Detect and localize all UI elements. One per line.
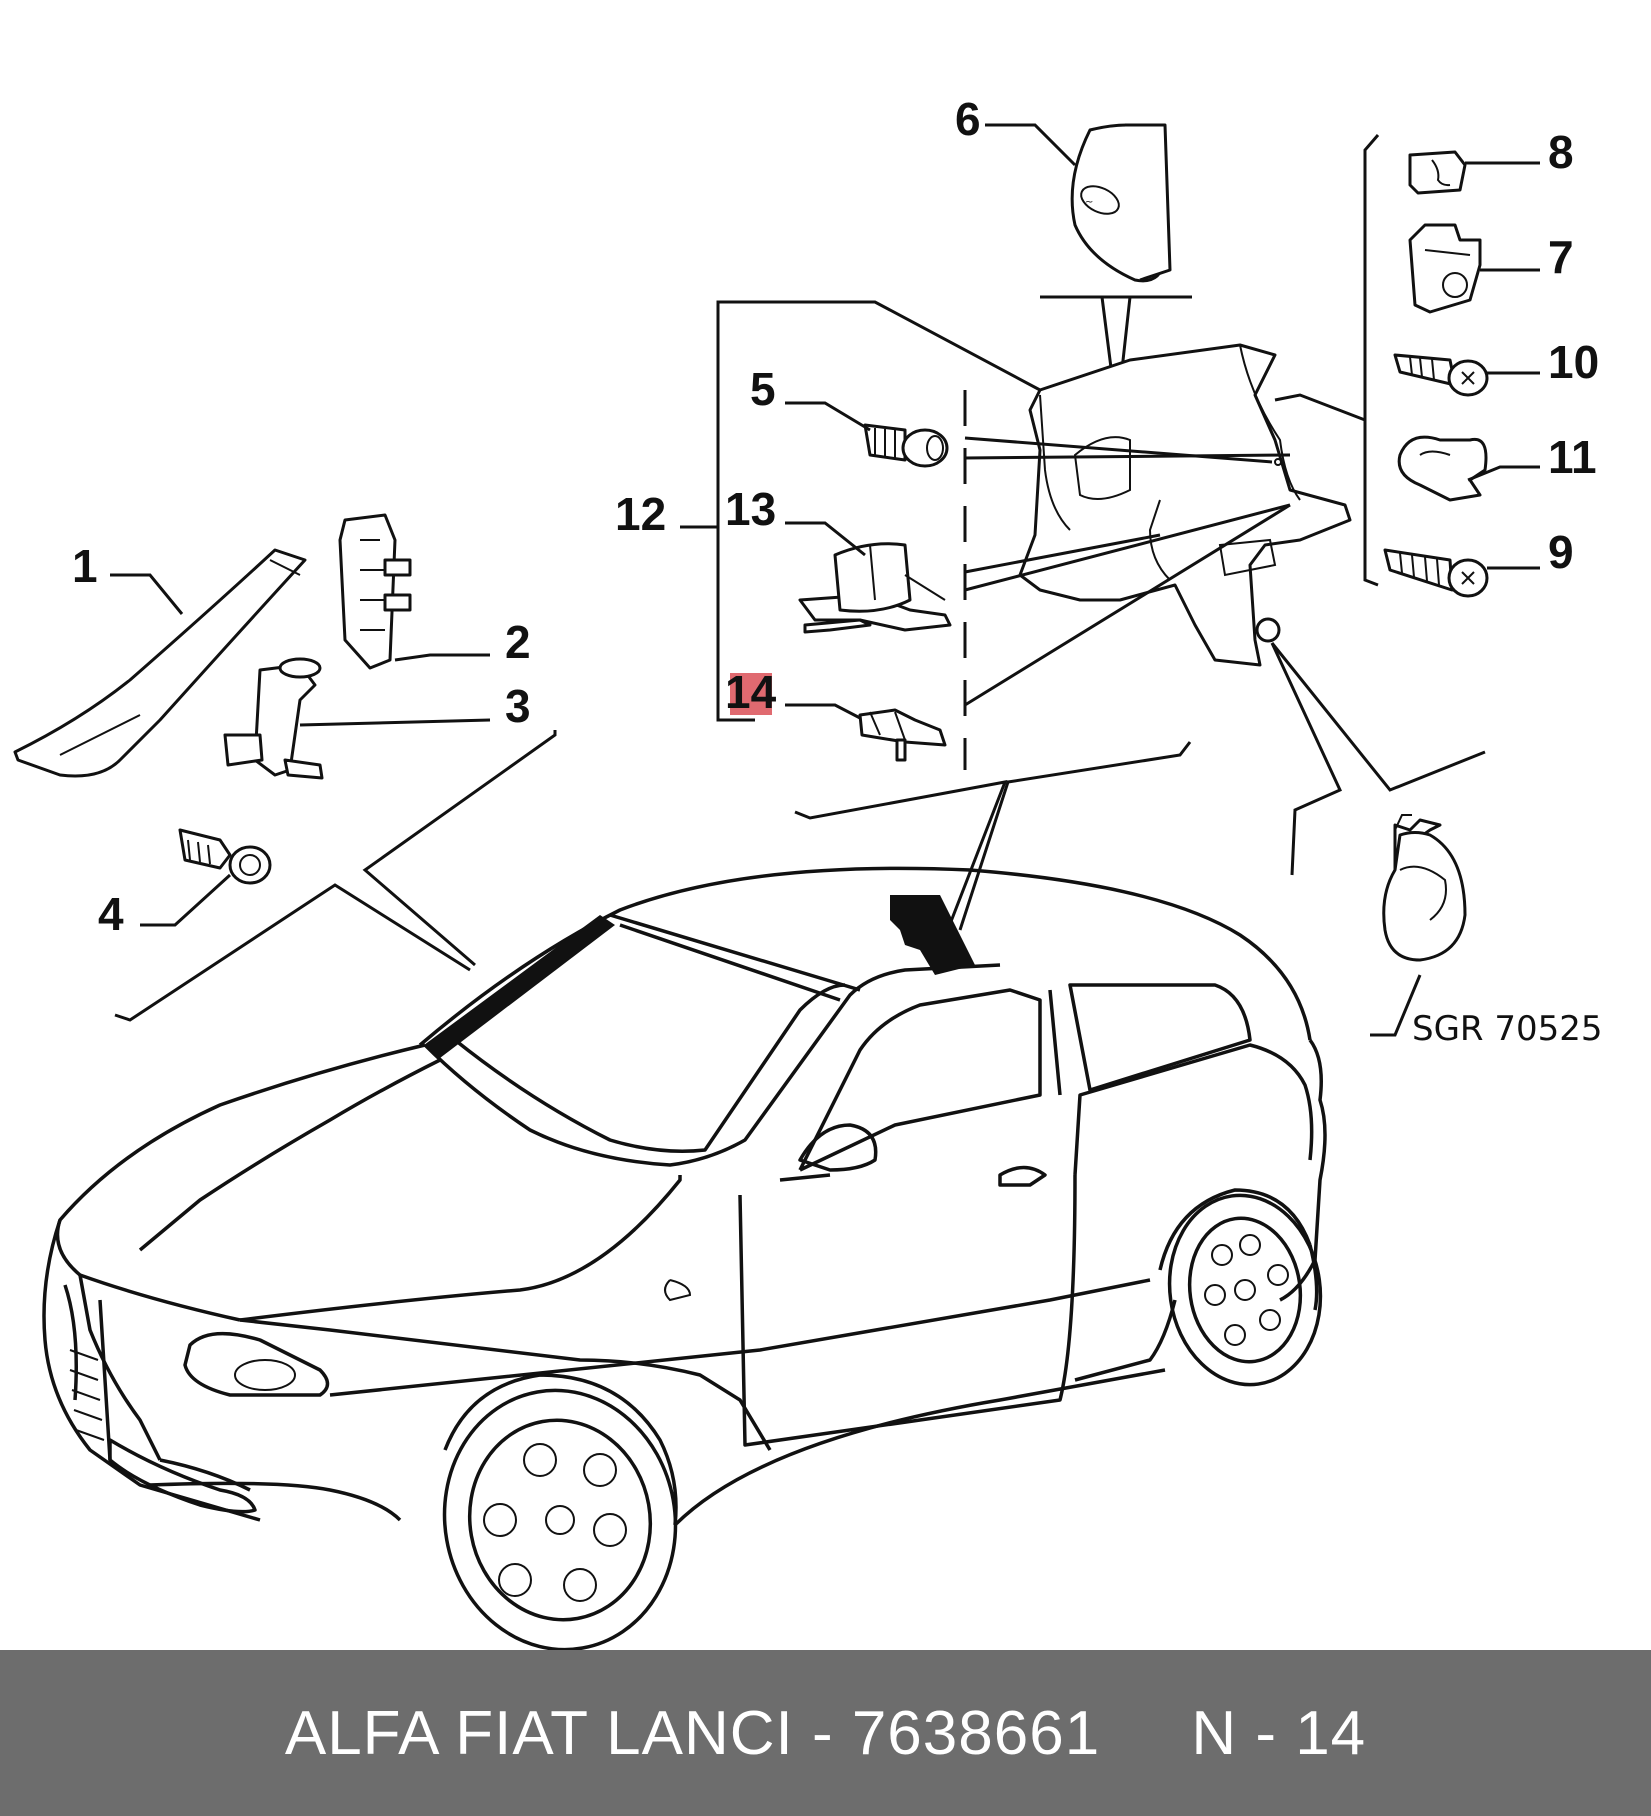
footer-part-label: ALFA FIAT LANCI - 7638661 N - 14 — [284, 1698, 1367, 1768]
callout-5: 5 — [750, 363, 776, 415]
leader-line-6 — [985, 123, 1077, 167]
rear-wheel — [1158, 1188, 1323, 1387]
leader-line-2 — [394, 653, 490, 662]
callout-13: 13 — [725, 483, 776, 535]
sgr-inset-cap-part — [1382, 814, 1467, 962]
callout-2: 2 — [505, 616, 531, 668]
c-pillar-trim-panel-part — [1018, 343, 1352, 667]
leader-line-4 — [140, 873, 232, 927]
callout-8: 8 — [1548, 126, 1574, 178]
callout-12: 12 — [615, 488, 666, 540]
screw-10-part — [1393, 353, 1489, 397]
callout-3: 3 — [505, 680, 531, 732]
front-wheel — [442, 1373, 678, 1650]
callout-14-highlight — [730, 673, 772, 715]
reference-code: SGR 70525 — [1412, 1009, 1603, 1049]
pillar-pointer-14 — [964, 503, 1291, 707]
retaining-clip-13-part — [798, 542, 952, 634]
leader-line-14 — [785, 703, 861, 720]
bracket-right-group — [1363, 134, 1380, 587]
callout-4: 4 — [98, 888, 124, 940]
leader-line-3 — [299, 718, 491, 727]
sgr-pointer-b — [1270, 642, 1486, 792]
clip-14-part — [858, 708, 947, 762]
push-pin-5-part — [863, 423, 949, 468]
group-leader-left — [362, 730, 557, 967]
svg-text:~: ~ — [1085, 197, 1093, 208]
a-pillar-trim-part — [13, 548, 307, 778]
callout-9: 9 — [1548, 526, 1574, 578]
group-leader-bottom-2 — [958, 741, 1192, 931]
leader-line-11 — [1467, 465, 1540, 482]
callout-11: 11 — [1548, 431, 1597, 483]
clip-strip-part — [338, 513, 412, 670]
callout-10: 10 — [1548, 336, 1599, 388]
pillar-pointer-13a — [964, 533, 1161, 574]
pillar-pointer-13b — [964, 503, 1291, 592]
car-illustration — [42, 866, 1327, 1650]
sgr-pointer-a — [1270, 642, 1343, 876]
bracket-right-pointer — [1274, 393, 1366, 422]
parts-diagram: 1 2 3 4 ~ 6 — [13, 93, 1603, 1650]
leader-line-1 — [110, 573, 184, 615]
callout-1: 1 — [72, 540, 98, 592]
bracket-12 — [716, 300, 1041, 722]
group-leader-bottom — [794, 780, 1008, 938]
leader-line-5 — [785, 401, 871, 432]
badge-cover-part: ~ — [1070, 123, 1172, 283]
clip-11-part — [1397, 435, 1488, 502]
pillar-pointer-5 — [964, 436, 1273, 464]
group-leader-left-2 — [114, 883, 471, 1022]
pillar-pointer-top — [964, 453, 1291, 460]
callout-14: 14 — [725, 666, 777, 718]
leader-line-13 — [785, 521, 866, 557]
sgr-leader — [1370, 974, 1422, 1037]
screw-4-part — [178, 828, 272, 885]
screw-9-part — [1383, 548, 1489, 598]
bracket-stud-part — [223, 657, 324, 780]
footer-bar: ALFA FIAT LANCI - 7638661 N - 14 — [0, 1650, 1651, 1816]
clip-8-part — [1408, 150, 1467, 195]
callout-7: 7 — [1548, 231, 1574, 283]
clip-7-part — [1408, 223, 1482, 314]
callout-6: 6 — [955, 93, 981, 145]
